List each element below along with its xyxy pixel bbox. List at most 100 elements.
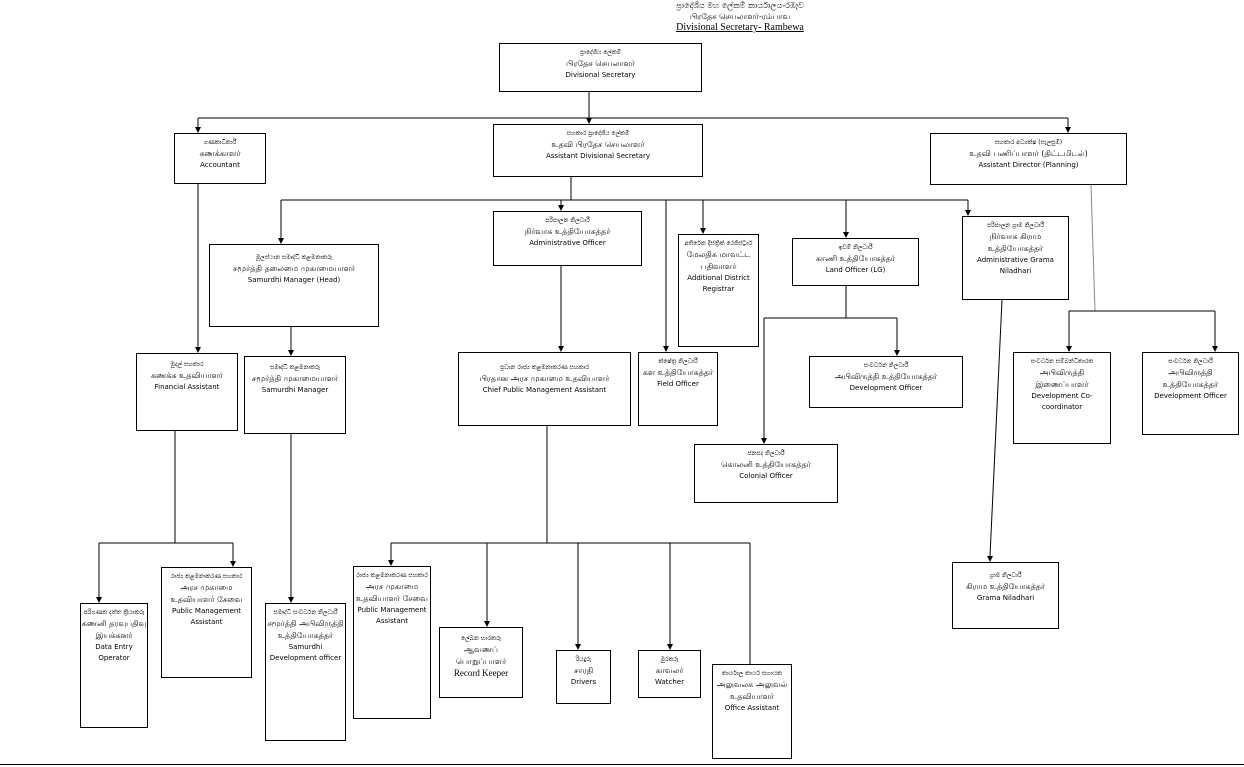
box-gn-sinhala: ග්‍රාම නිලධාරී	[989, 572, 1022, 579]
arrowhead	[965, 210, 971, 216]
chart-heading: ප්‍රාදේශීය මහ ලේකම් කාර්යාලය-රඹෑව பிரதேச…	[600, 0, 880, 33]
arrowhead	[278, 238, 284, 244]
box-do1-english: Development Officer	[849, 384, 923, 392]
arrowhead	[1066, 346, 1072, 352]
box-dcoord-sinhala: සංවර්ධන සම්බන්ධීකාරක	[1030, 358, 1094, 365]
arrowhead	[700, 228, 706, 234]
box-sdo-tamil: சமூர்த்தி அபிவிருத்தி உத்தியோகத்தர்	[267, 619, 344, 640]
box-do1-sinhala: සංවර්ධන නිලධාරී	[863, 362, 909, 369]
connector-line	[1090, 184, 1096, 312]
box-agn-english: Administrative Grama Niladhari	[977, 256, 1054, 275]
box-ao-sinhala: පරිපාලන නිලධාරී	[545, 217, 590, 224]
box-additional-district-registrar: අතිරේක දිස්ත්‍රික් රෙජිස්ට්‍රාර් மேலதிக …	[678, 234, 759, 347]
box-do2-english: Development Officer	[1154, 392, 1227, 400]
box-gn-tamil: கிராம உத்தியோகத்தர்	[965, 582, 1046, 591]
box-grama-niladhari: ග්‍රාම නිලධාරී கிராம உத்தியோகத்தர் Grama…	[952, 562, 1059, 629]
arrowhead	[586, 118, 592, 124]
box-samurdhi-manager-head: මූලස්ථාන සමෘද්ධි කළමනාකරු சமூர்த்தி தலைம…	[209, 244, 379, 327]
box-public-management-assistant-admin: රාජ්‍ය කළමනාකරණ සහකාර அரச முகாமை உதவியாள…	[353, 566, 431, 719]
box-sm-tamil: சமூர்த்தி முகாமையாளர்	[251, 374, 339, 383]
box-fa-tamil: கணக்க உதவியாளர்	[150, 371, 224, 380]
box-sdo-english: Samurdhi Development officer	[269, 643, 342, 662]
arrowhead	[388, 560, 394, 566]
box-pma1-sinhala: රාජ්‍ය කළමනාකරණ සහකාර	[170, 573, 243, 580]
box-colonial-officer: ජනපද නිලධාරී கொலனி உத்தியோகத்தர் Colonia…	[694, 444, 838, 503]
box-fo-english: Field Officer	[657, 380, 699, 388]
box-agn-tamil: நிர்வாக கிராம உத்தியோகத்தர்	[987, 232, 1044, 253]
arrowhead	[288, 597, 294, 603]
box-development-officer-land: සංවර්ධන නිලධාරී அபிவிருத்தி உத்தியோகத்தர…	[809, 356, 963, 408]
box-accountant: ගණකාධිකාරී கணக்காளர் Accountant	[174, 133, 266, 184]
box-divisional-secretary: ප්‍රාදේශීය ලේකම් பிரதேச செயலாளர் Divisio…	[499, 43, 702, 92]
arrowhead	[484, 621, 490, 627]
bottom-rule	[0, 764, 1244, 765]
box-do1-tamil: அபிவிருத்தி உத்தியோகத்தர்	[834, 372, 938, 381]
box-ao-tamil: நிர்வாக உத்தியோகத்தர்	[524, 227, 611, 236]
box-deo-english: Data Entry Operator	[95, 643, 133, 662]
box-rk-sinhala: ලේඛන භාරකරු	[461, 635, 501, 642]
box-pma2-english: Public Management Assistant	[357, 606, 427, 625]
box-wat-english: Watcher	[655, 678, 684, 686]
box-smh-tamil: சமூர்த்தி தலைமை முகாமையாளர்	[232, 264, 356, 273]
box-rk-english: Record Keeper	[453, 668, 509, 678]
box-land-officer: ඉඩම් නිලධාරී காணி உத்தியோகத்தர் Land Off…	[792, 238, 919, 286]
box-administrative-officer: පරිපාලන නිලධාරී நிர்வாக உத்தியோகத்தர் Ad…	[493, 211, 642, 266]
box-ds-sinhala: ප්‍රාදේශීය ලේකම්	[579, 49, 622, 56]
arrowhead	[1065, 127, 1071, 133]
arrowhead	[843, 232, 849, 238]
box-lo-english: Land Officer (LG)	[825, 266, 886, 274]
box-dcoord-tamil: அபிவிருத்தி இணைப்பாளர்	[1035, 368, 1089, 389]
heading-tamil: பிரதேச செயலாளர்-ரம்பாவ	[689, 12, 791, 21]
box-ads-english: Assistant Divisional Secretary	[546, 152, 650, 160]
box-ads-tamil: உதவி பிரதேச செயலாளர்	[551, 140, 645, 149]
arrowhead	[1212, 346, 1218, 352]
box-samurdhi-manager: සමෘද්ධි කළමනාකරු சமூர்த்தி முகாமையாளர் S…	[244, 356, 346, 434]
box-co-english: Colonial Officer	[739, 472, 793, 480]
heading-english: Divisional Secretary- Rambewa	[676, 22, 804, 33]
box-wat-tamil: காவலர்	[655, 666, 684, 675]
box-drv-english: Drivers	[570, 678, 597, 686]
box-adp-tamil: உதவி பணிப்பாளர் (திட்டமிடல்)	[969, 149, 1088, 158]
box-fa-sinhala: මුදල් සහකාර	[170, 361, 204, 368]
box-drv-sinhala: රියදුරු	[575, 656, 592, 663]
arrowhead	[96, 597, 102, 603]
box-pma2-sinhala: රාජ්‍ය කළමනාකරණ සහකාර	[356, 572, 428, 579]
box-lo-tamil: காணி உத்தியோகத்தர்	[815, 254, 896, 263]
box-acc-tamil: கணக்காளர்	[199, 149, 241, 158]
arrowhead	[663, 346, 669, 352]
box-field-officer: ක්ෂේත්‍ර නිලධාරී கள உத்தியோகத்தர் Field …	[638, 352, 718, 426]
arrowhead	[575, 644, 581, 650]
box-financial-assistant: මුදල් සහකාර கணக்க உதவியாளர் Financial As…	[136, 353, 238, 431]
box-fo-sinhala: ක්ෂේත්‍ර නිලධාරී	[658, 358, 698, 365]
box-office-assistant: කාර්යාල කාර්ය සහායක அலுவலக அலுவல் உதவியா…	[712, 664, 792, 759]
arrowhead	[230, 561, 236, 567]
box-lo-sinhala: ඉඩම් නිලධාරී	[838, 244, 873, 251]
box-samurdhi-development-officer: සමෘද්ධි සංවර්ධන නිලධාරී சமூர்த்தி அபிவிர…	[265, 603, 346, 741]
box-pma1-tamil: அரச முகாமை உதவியாளர் சேவை	[170, 583, 243, 604]
box-wat-sinhala: මුරකරු	[660, 656, 679, 663]
box-pma2-tamil: அரச முகாமை உதவியாளர் சேவை	[356, 582, 428, 603]
box-do2-sinhala: සංවර්ධන නිලධාරී	[1168, 358, 1213, 365]
box-ds-tamil: பிரதேச செயலாளர்	[565, 59, 636, 68]
box-fa-english: Financial Assistant	[154, 383, 220, 391]
box-oa-tamil: அலுவலக அலுவல் உதவியாளர்	[716, 680, 788, 701]
box-public-management-assistant-finance: රාජ්‍ය කළමනාකරණ සහකාර அரச முகாமை உதவியாள…	[161, 567, 252, 678]
box-dcoord-english: Development Co-coordinator	[1031, 392, 1093, 411]
arrowhead	[987, 556, 993, 562]
box-sm-english: Samurdhi Manager	[261, 386, 329, 394]
heading-sinhala: ප්‍රාදේශීය මහ ලේකම් කාර්යාලය-රඹෑව	[676, 1, 804, 10]
box-cpma-english: Chief Public Management Assistant	[482, 386, 607, 394]
box-cpma-sinhala: ප්‍රධාන රාජ්‍ය කළමනාකරණ සහකාර	[499, 364, 590, 371]
box-administrative-grama-niladhari: පරිපාලන ග්‍රාම නිලධාරී நிர்வாக கிராம உத்…	[962, 216, 1069, 300]
box-adr-english: Additional District Registrar	[687, 274, 750, 293]
box-ds-english: Divisional Secretary	[565, 71, 636, 79]
arrowhead	[667, 644, 673, 650]
box-assistant-director-planning: සහකාර අධ්‍යක්ෂ (සැලසුම්) உதவி பணிப்பாளர்…	[930, 133, 1127, 185]
box-fo-tamil: கள உத்தியோகத்தர்	[642, 368, 714, 377]
box-ads-sinhala: සහකාර ප්‍රාදේශීය ලේකම්	[566, 130, 630, 137]
box-oa-sinhala: කාර්යාල කාර්ය සහායක	[721, 670, 783, 677]
box-smh-sinhala: මූලස්ථාන සමෘද්ධි කළමනාකරු	[255, 254, 333, 261]
arrowhead	[195, 347, 201, 353]
box-record-keeper: ලේඛන භාරකරු ஆவணப் பொறுப்பாளர் Record Kee…	[439, 627, 523, 698]
